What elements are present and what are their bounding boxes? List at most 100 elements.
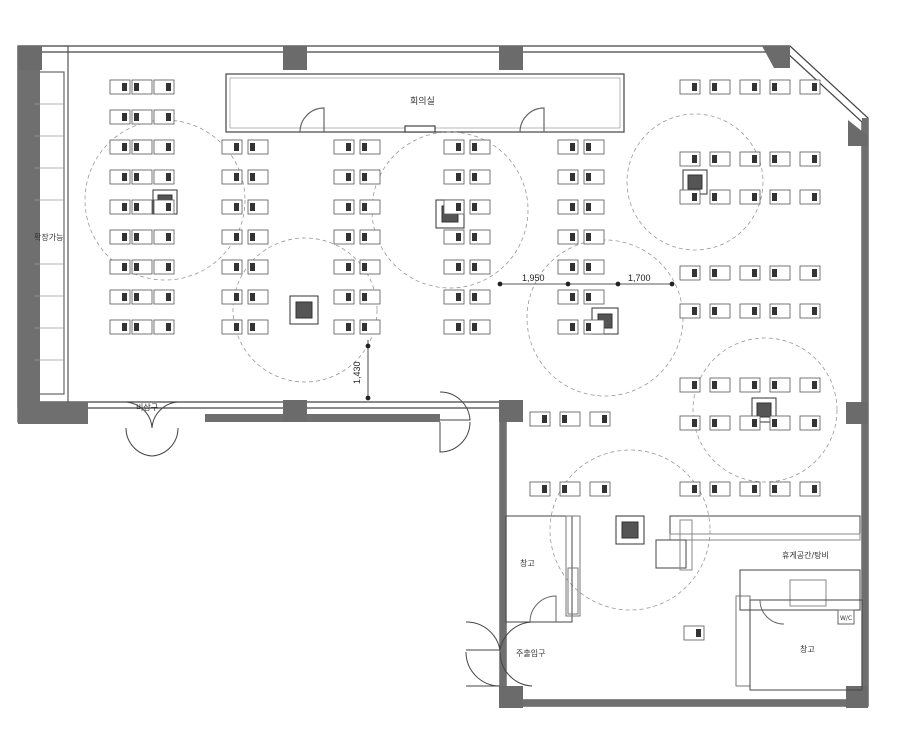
dimension-1430: 1,430 [352, 361, 362, 384]
columns [18, 46, 868, 708]
workstation-chair-icon [131, 259, 153, 275]
workstation-chair-icon [583, 139, 605, 155]
workstation-chair-icon [131, 199, 153, 215]
workstation-chair-icon [583, 259, 605, 275]
workstation-chair-icon [679, 377, 701, 393]
workstation-chair-icon [443, 319, 465, 335]
workstation-chair-icon [469, 139, 491, 155]
workstation-chair-icon [529, 481, 551, 497]
door-swing-icon [465, 621, 533, 687]
workstation-chair-icon [709, 303, 731, 319]
workstation-chair-icon [799, 377, 821, 393]
workstation-chair-icon [583, 169, 605, 185]
workstation-chair-icon [679, 189, 701, 205]
workstation-chair-icon [799, 79, 821, 95]
ceiling-ac-unit-icon [289, 295, 319, 325]
workstation-chair-icon [109, 79, 131, 95]
workstation-chair-icon [443, 199, 465, 215]
workstation-chair-icon [443, 259, 465, 275]
ac-coverage-circles [84, 113, 838, 611]
workstation-chair-icon [679, 151, 701, 167]
workstation-chair-icon [359, 199, 381, 215]
pantry-label: 휴게공간/탕비 [782, 550, 829, 560]
workstation-chair-icon [583, 319, 605, 335]
workstation-chair-icon [221, 139, 243, 155]
workstation-chair-icon [769, 79, 791, 95]
workstation-chair-icon [557, 139, 579, 155]
workstations [109, 79, 821, 641]
workstation-chair-icon [769, 377, 791, 393]
workstation-chair-icon [153, 319, 175, 335]
workstation-chair-icon [469, 229, 491, 245]
workstation-chair-icon [247, 139, 269, 155]
workstation-chair-icon [683, 625, 705, 641]
workstation-chair-icon [679, 265, 701, 281]
workstation-chair-icon [221, 259, 243, 275]
workstation-chair-icon [153, 199, 175, 215]
workstation-chair-icon [131, 229, 153, 245]
workstation-chair-icon [799, 189, 821, 205]
workstation-chair-icon [557, 229, 579, 245]
workstation-chair-icon [333, 169, 355, 185]
door-swing-icon [125, 401, 179, 457]
small-box-label: W/C [840, 615, 852, 622]
workstation-chair-icon [589, 481, 611, 497]
workstation-chair-icon [359, 139, 381, 155]
workstation-chair-icon [109, 169, 131, 185]
workstation-chair-icon [769, 265, 791, 281]
workstation-chair-icon [529, 411, 551, 427]
lower-right-rooms [505, 515, 863, 691]
workstation-chair-icon [333, 229, 355, 245]
workstation-chair-icon [109, 109, 131, 125]
meeting-room [225, 73, 625, 133]
workstation-chair-icon [221, 169, 243, 185]
workstation-chair-icon [679, 415, 701, 431]
workstation-chair-icon [359, 289, 381, 305]
workstation-chair-icon [221, 319, 243, 335]
workstation-chair-icon [469, 169, 491, 185]
expansion-label: 확장가능 [34, 232, 63, 242]
workstation-chair-icon [557, 259, 579, 275]
workstation-chair-icon [769, 189, 791, 205]
workstation-chair-icon [709, 151, 731, 167]
workstation-chair-icon [679, 303, 701, 319]
workstation-chair-icon [739, 481, 761, 497]
workstation-chair-icon [359, 259, 381, 275]
workstation-chair-icon [799, 415, 821, 431]
workstation-chair-icon [333, 319, 355, 335]
ceiling-ac-unit-icon [615, 515, 645, 545]
workstation-chair-icon [443, 169, 465, 185]
workstation-chair-icon [109, 139, 131, 155]
workstation-chair-icon [131, 169, 153, 185]
workstation-chair-icon [443, 289, 465, 305]
workstation-chair-icon [109, 199, 131, 215]
workstation-chair-icon [443, 229, 465, 245]
main-entrance-label: 주출입구 [516, 648, 545, 658]
workstation-chair-icon [709, 481, 731, 497]
workstation-chair-icon [583, 289, 605, 305]
workstation-chair-icon [559, 411, 581, 427]
storage-left-label: 창고 [520, 559, 535, 568]
storage-right-label: 창고 [800, 645, 815, 654]
workstation-chair-icon [469, 259, 491, 275]
workstation-chair-icon [131, 139, 153, 155]
workstation-chair-icon [557, 319, 579, 335]
workstation-chair-icon [557, 199, 579, 215]
workstation-chair-icon [769, 151, 791, 167]
workstation-chair-icon [153, 169, 175, 185]
workstation-chair-icon [739, 377, 761, 393]
expansion-strip-grid [34, 103, 64, 361]
workstation-chair-icon [247, 169, 269, 185]
workstation-chair-icon [131, 109, 153, 125]
workstation-chair-icon [559, 481, 581, 497]
workstation-chair-icon [709, 415, 731, 431]
workstation-chair-icon [333, 259, 355, 275]
workstation-chair-icon [359, 169, 381, 185]
workstation-chair-icon [109, 259, 131, 275]
workstation-chair-icon [247, 319, 269, 335]
workstation-chair-icon [769, 415, 791, 431]
workstation-chair-icon [221, 229, 243, 245]
workstation-chair-icon [131, 319, 153, 335]
workstation-chair-icon [709, 265, 731, 281]
